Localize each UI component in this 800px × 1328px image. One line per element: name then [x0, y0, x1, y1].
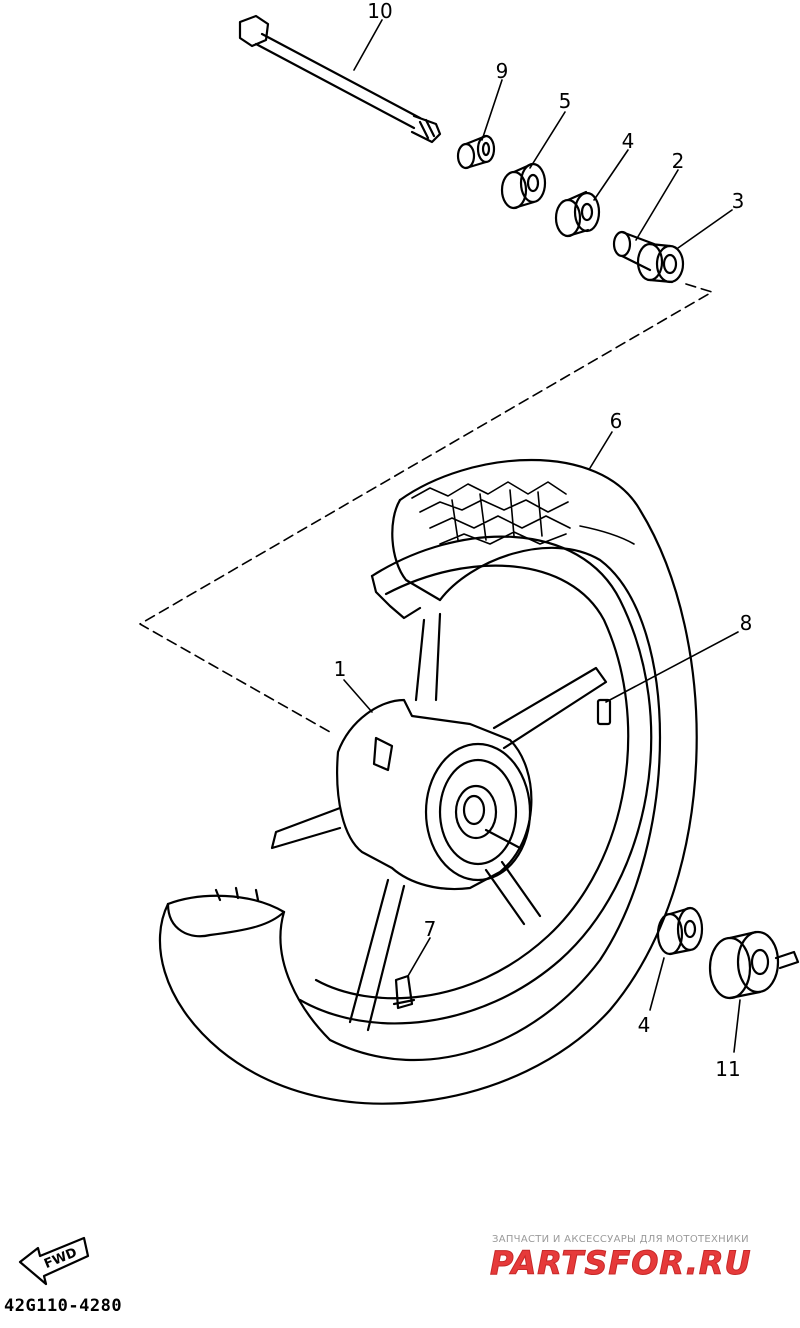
- balance-weight-part: [596, 698, 612, 726]
- flange-collar-part: [636, 242, 685, 284]
- callout-8: 8: [740, 611, 753, 635]
- callout-4-upper: 4: [622, 129, 635, 153]
- collar-part: [456, 134, 496, 170]
- callout-4-lower: 4: [638, 1013, 651, 1037]
- rim-part: [298, 535, 653, 1025]
- callout-6: 6: [610, 409, 623, 433]
- bearing-part-4-upper: [554, 190, 601, 238]
- tire-part: [158, 458, 698, 1105]
- hub-part: [336, 698, 533, 891]
- callout-11: 11: [715, 1057, 740, 1081]
- callout-7: 7: [424, 917, 437, 941]
- bearing-part-5: [500, 162, 547, 210]
- valve-part: [392, 974, 416, 1010]
- axle-part: [238, 14, 442, 144]
- bearing-part-4-lower: [656, 906, 704, 956]
- spokes: [270, 612, 608, 1032]
- watermark-tagline: ЗАПЧАСТИ И АКСЕССУАРЫ ДЛЯ МОТОТЕХНИКИ: [492, 1234, 749, 1245]
- leader-lines: [343, 19, 741, 1053]
- spacer-part: [612, 230, 656, 272]
- callout-5: 5: [559, 89, 572, 113]
- fwd-arrow-icon: [18, 1236, 90, 1286]
- callout-1: 1: [334, 657, 347, 681]
- watermark-brand: PARTSFOR.RU: [489, 1244, 752, 1283]
- meter-gear-part: [708, 930, 800, 1000]
- callout-3: 3: [732, 189, 745, 213]
- explode-guide-line: [139, 283, 713, 733]
- diagram-code: 42G110-4280: [4, 1296, 123, 1316]
- callout-9: 9: [496, 59, 509, 83]
- callout-10: 10: [367, 0, 392, 23]
- callout-2: 2: [672, 149, 685, 173]
